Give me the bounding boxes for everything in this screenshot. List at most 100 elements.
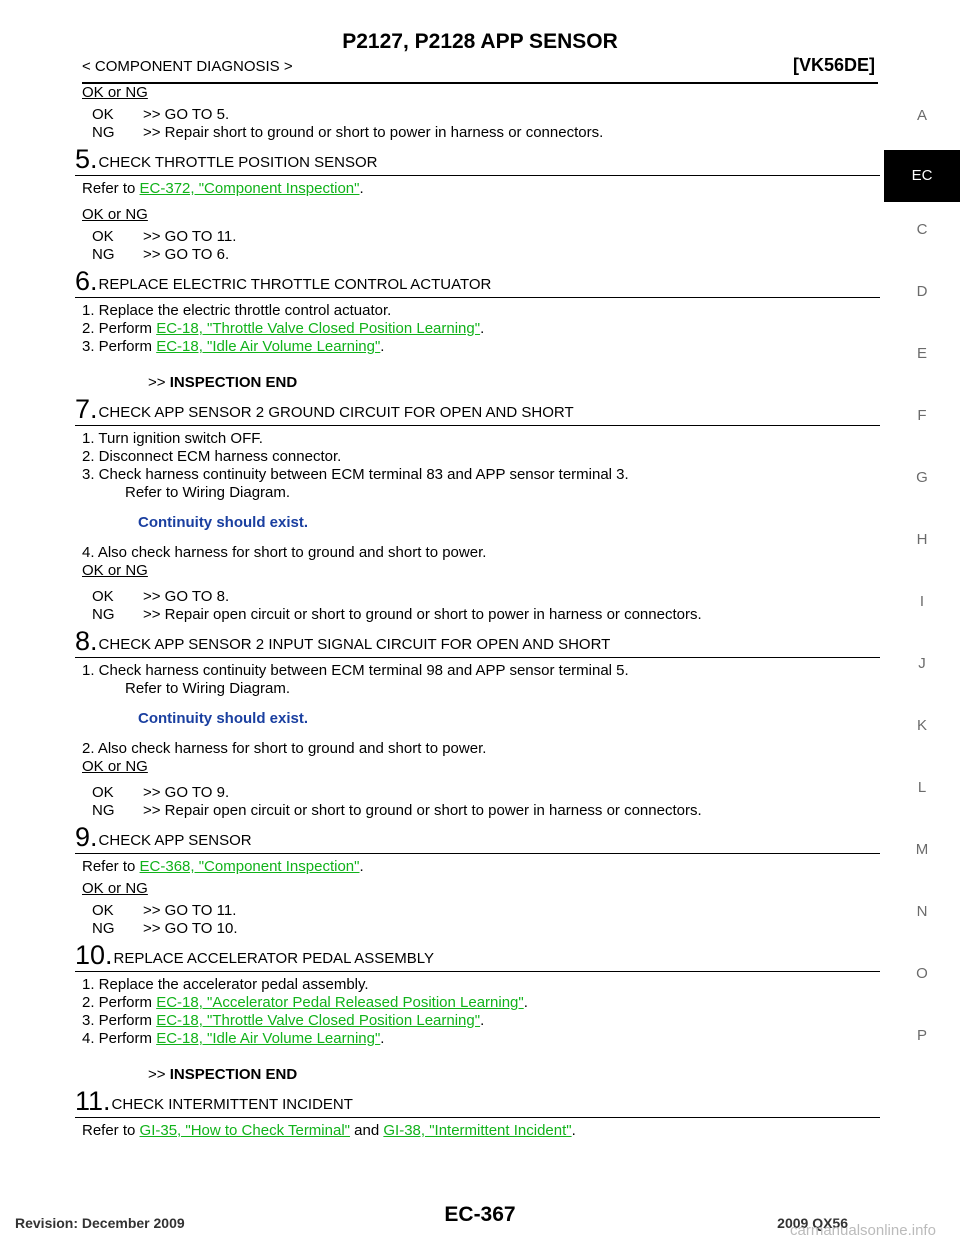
- step-number: 9.: [75, 822, 98, 852]
- instruction-line: Refer to Wiring Diagram.: [125, 680, 291, 697]
- refer-line: Refer to EC-372, "Component Inspection".: [82, 180, 880, 198]
- instruction-line: Refer to Wiring Diagram.: [125, 484, 291, 501]
- step-number: 6.: [75, 266, 98, 296]
- refer-suffix: .: [359, 858, 364, 875]
- result-ng: NG >> Repair open circuit or short to gro…: [92, 606, 880, 624]
- step-heading: 6.REPLACE ELECTRIC THROTTLE CONTROL ACTU…: [75, 268, 880, 298]
- result-text: >> Repair open circuit or short to groun…: [143, 802, 702, 819]
- tab-n[interactable]: N: [916, 903, 928, 920]
- tab-ec[interactable]: EC: [884, 150, 960, 202]
- reference-link[interactable]: EC-18, "Idle Air Volume Learning": [156, 338, 381, 355]
- result-key: OK: [92, 902, 114, 919]
- instruction-line: 2. Also check harness for short to groun…: [82, 740, 487, 757]
- tab-k[interactable]: K: [916, 717, 927, 734]
- tab-i[interactable]: I: [919, 593, 925, 610]
- tab-d[interactable]: D: [916, 283, 928, 300]
- ok-or-ng-heading: OK or NG: [82, 562, 148, 579]
- tab-e[interactable]: E: [916, 345, 927, 362]
- step-heading: 9.CHECK APP SENSOR: [75, 824, 880, 854]
- reference-link[interactable]: EC-18, "Accelerator Pedal Released Posit…: [156, 994, 524, 1011]
- tab-l[interactable]: L: [917, 779, 927, 796]
- step-title: CHECK APP SENSOR: [98, 832, 252, 849]
- line-prefix: 2. Perform: [82, 994, 157, 1011]
- result-ng: NG>> Repair short to ground or short to …: [92, 124, 880, 142]
- tab-f[interactable]: F: [917, 407, 927, 424]
- step-title: REPLACE ELECTRIC THROTTLE CONTROL ACTUAT…: [98, 276, 492, 293]
- reference-link[interactable]: EC-18, "Idle Air Volume Learning": [156, 1030, 381, 1047]
- instruction-line: 3. Perform EC-18, "Idle Air Volume Learn…: [82, 338, 880, 356]
- result-ok: OK >> GO TO 11.: [92, 228, 880, 246]
- step-title: CHECK APP SENSOR 2 GROUND CIRCUIT FOR OP…: [98, 404, 574, 421]
- reference-link[interactable]: EC-18, "Throttle Valve Closed Position L…: [156, 1012, 481, 1029]
- continuity-note: Continuity should exist.: [138, 710, 309, 727]
- reference-link[interactable]: EC-372, "Component Inspection": [139, 180, 360, 197]
- line-prefix: 2. Perform: [82, 320, 157, 337]
- line-suffix: .: [380, 1030, 385, 1047]
- revision-date: Revision: December 2009: [15, 1215, 185, 1231]
- step-title: CHECK INTERMITTENT INCIDENT: [111, 1096, 353, 1113]
- result-key: NG: [92, 606, 115, 623]
- step-heading: 11.CHECK INTERMITTENT INCIDENT: [75, 1088, 880, 1118]
- result-key: OK: [92, 106, 114, 123]
- tab-g[interactable]: G: [916, 469, 928, 486]
- step-5: 5.CHECK THROTTLE POSITION SENSOR Refer t…: [75, 146, 880, 264]
- line-prefix: 3. Perform: [82, 1012, 157, 1029]
- result-key: OK: [92, 784, 114, 801]
- refer-prefix: Refer to: [82, 858, 140, 875]
- step-10: 10.REPLACE ACCELERATOR PEDAL ASSEMBLY 1.…: [75, 942, 880, 1084]
- result-text: >> GO TO 10.: [143, 920, 238, 937]
- result-ng: NG>> GO TO 6.: [92, 246, 880, 264]
- end-text: INSPECTION END: [169, 374, 298, 391]
- result-ok: OK>> GO TO 9.: [92, 784, 880, 802]
- reference-link[interactable]: GI-35, "How to Check Terminal": [139, 1122, 350, 1139]
- instruction-line: 2. Perform EC-18, "Throttle Valve Closed…: [82, 320, 880, 338]
- step-11: 11.CHECK INTERMITTENT INCIDENT Refer to …: [75, 1088, 880, 1140]
- refer-line: Refer to EC-368, "Component Inspection".: [82, 858, 880, 876]
- step-title: CHECK APP SENSOR 2 INPUT SIGNAL CIRCUIT …: [98, 636, 611, 653]
- step-title: CHECK THROTTLE POSITION SENSOR: [98, 154, 378, 171]
- model-year: 2009 QX56: [777, 1215, 848, 1231]
- model-code: [VK56DE]: [792, 55, 875, 75]
- line-suffix: .: [523, 994, 528, 1011]
- step-9: 9.CHECK APP SENSOR Refer to EC-368, "Com…: [75, 824, 880, 938]
- tab-o[interactable]: O: [916, 965, 928, 982]
- result-text: >> Repair open circuit or short to groun…: [143, 606, 702, 623]
- inspection-end: >> INSPECTION END: [148, 374, 880, 392]
- instruction-line: 3. Perform EC-18, "Throttle Valve Closed…: [82, 1012, 880, 1030]
- step-heading: 5.CHECK THROTTLE POSITION SENSOR: [75, 146, 880, 176]
- end-prefix: >>: [148, 374, 170, 391]
- result-key: OK: [92, 228, 114, 245]
- tab-c[interactable]: C: [916, 221, 928, 238]
- result-text: >> GO TO 11.: [143, 228, 237, 245]
- instruction-line: 4. Perform EC-18, "Idle Air Volume Learn…: [82, 1030, 880, 1048]
- instruction-line: 1. Replace the accelerator pedal assembl…: [82, 976, 369, 993]
- refer-line: Refer to GI-35, "How to Check Terminal" …: [82, 1122, 880, 1140]
- section-tab-list: A EC C D E F G H I J K L M N O P: [884, 98, 960, 1080]
- refer-suffix: .: [571, 1122, 576, 1139]
- breadcrumb: < COMPONENT DIAGNOSIS >: [82, 58, 293, 75]
- result-ok: OK>> GO TO 8.: [92, 588, 880, 606]
- reference-link[interactable]: EC-368, "Component Inspection": [139, 858, 360, 875]
- tab-p[interactable]: P: [916, 1027, 927, 1044]
- step-number: 8.: [75, 626, 98, 656]
- ok-or-ng-heading: OK or NG: [82, 84, 148, 101]
- reference-link[interactable]: GI-38, "Intermittent Incident": [383, 1122, 572, 1139]
- tab-a[interactable]: A: [916, 107, 927, 124]
- tab-j[interactable]: J: [918, 655, 926, 672]
- tab-m[interactable]: M: [915, 841, 929, 858]
- result-key: OK: [92, 588, 114, 605]
- ok-or-ng-heading: OK or NG: [82, 206, 148, 223]
- refer-prefix: Refer to: [82, 180, 140, 197]
- result-key: NG: [92, 920, 115, 937]
- instruction-line: 4. Also check harness for short to groun…: [82, 544, 487, 561]
- step-heading: 7.CHECK APP SENSOR 2 GROUND CIRCUIT FOR …: [75, 396, 880, 426]
- reference-link[interactable]: EC-18, "Throttle Valve Closed Position L…: [156, 320, 481, 337]
- step-7: 7.CHECK APP SENSOR 2 GROUND CIRCUIT FOR …: [75, 396, 880, 624]
- instruction-line: 1. Replace the electric throttle control…: [82, 302, 392, 319]
- step-8: 8.CHECK APP SENSOR 2 INPUT SIGNAL CIRCUI…: [75, 628, 880, 820]
- header-divider: [82, 82, 878, 84]
- result-key: NG: [92, 246, 115, 263]
- step-number: 7.: [75, 394, 98, 424]
- tab-h[interactable]: H: [916, 531, 928, 548]
- result-ok: OK>> GO TO 11.: [92, 902, 880, 920]
